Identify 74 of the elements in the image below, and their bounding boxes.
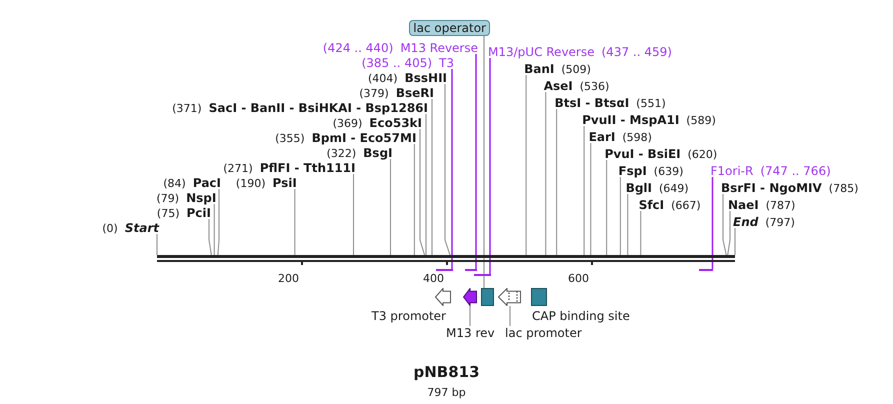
leader-line (475, 54, 477, 269)
leader-line (584, 126, 585, 256)
cut-site-label: (371) SacI - BanII - BsiHKAI - Bsp1286I (172, 100, 428, 114)
pointed-feature-block (498, 288, 521, 306)
primer-label: (424 .. 440) M13 Reverse (322, 40, 478, 54)
cut-site-label: (355) BpmI - Eco57MI (275, 130, 416, 144)
leader-line (444, 84, 450, 256)
pointed-feature-block (463, 288, 477, 306)
leader-line (545, 92, 546, 256)
tick-label: 200 (278, 273, 299, 285)
leader-line (451, 69, 453, 269)
cut-site-label: FspI (639) (618, 163, 684, 177)
leader-line (156, 234, 158, 256)
feature-label: lac promoter (505, 326, 582, 340)
primer-binding-mark (698, 269, 714, 271)
leader-line (353, 174, 354, 256)
leader-line (420, 128, 426, 256)
cut-site-label: (0) Start (102, 220, 159, 234)
cut-site-label: PvuII - MspA1I (589) (582, 112, 716, 126)
leader-line (217, 188, 220, 256)
tick-label: 600 (568, 273, 589, 285)
leader-line (414, 144, 415, 256)
cut-site-label: BglI (649) (626, 180, 689, 194)
leader-line (294, 188, 296, 256)
cut-site-label: (271) PflFI - Tth111I (223, 160, 356, 174)
feature-label: CAP binding site (532, 309, 630, 323)
cut-site-label: (79) NspI (156, 190, 216, 204)
cut-site-label: (379) BseRI (359, 85, 434, 99)
leader-line (734, 228, 736, 256)
leader-line (590, 142, 592, 256)
cut-site-label: (190) PsiI (236, 175, 297, 189)
cut-site-label: (84) PacI (163, 175, 221, 189)
primer-binding-mark (464, 269, 477, 271)
leader-line (214, 204, 215, 256)
tick-label: 400 (423, 273, 444, 285)
leader-line (489, 58, 491, 274)
feature-box (481, 288, 494, 306)
leader-line (620, 176, 621, 256)
leader-line (526, 74, 527, 256)
cut-site-label: AseI (536) (544, 78, 610, 92)
primer-binding-mark (474, 274, 491, 276)
leader-line (606, 160, 608, 256)
leader-line (712, 177, 714, 269)
cut-site-label: BtsI - BtsαI (551) (554, 95, 666, 109)
leader-line (640, 210, 642, 256)
map-title: pNB813 (413, 363, 480, 381)
leader-line (390, 158, 391, 256)
primer-label: F1ori-R (747 .. 766) (710, 163, 831, 177)
cut-site-label: (369) Eco53kI (332, 115, 422, 129)
leader-line (208, 218, 212, 256)
leader-line (722, 194, 727, 256)
feature-tag: lac operator (409, 20, 490, 36)
primer-label: (385 .. 405) T3 (362, 55, 454, 69)
feature-box (531, 288, 547, 306)
cut-site-label: End (797) (733, 214, 795, 228)
pointed-feature-block (435, 288, 451, 306)
feature-label: M13 rev (446, 326, 495, 340)
sequence-length: 797 bp (427, 386, 466, 399)
primer-binding-mark (436, 269, 452, 271)
cut-site-label: BanI (509) (524, 61, 591, 75)
cut-site-label: (322) BsgI (326, 145, 392, 159)
leader-line (556, 108, 558, 256)
cut-site-label: SfcI (667) (638, 197, 701, 211)
primer-label: M13/pUC Reverse (437 .. 459) (488, 44, 672, 58)
feature-label: T3 promoter (372, 309, 446, 323)
dna-backbone (157, 255, 735, 262)
cut-site-label: (404) BssHII (368, 70, 447, 84)
cut-site-label: (75) PciI (156, 205, 211, 219)
cut-site-label: EarI (598) (588, 129, 652, 143)
leader-line (727, 210, 730, 256)
cut-site-label: PvuI - BsiEI (620) (604, 146, 718, 160)
cut-site-label: NaeI (787) (728, 197, 796, 211)
leader-line (627, 194, 628, 256)
cut-site-label: BsrFI - NgoMIV (785) (721, 180, 858, 194)
